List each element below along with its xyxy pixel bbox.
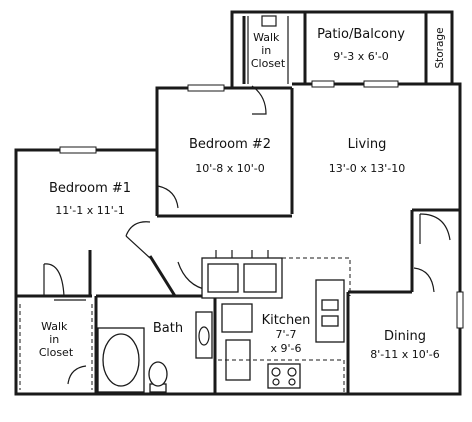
walk-in-closet-bottom-label: Walk in Closet [39,320,74,359]
patio-balcony-dims: 9'-3 x 6'-0 [333,50,388,63]
storage-label: Storage [434,27,446,68]
bedroom-2-dims: 10'-8 x 10'-0 [195,162,264,175]
kitchen-dims-line2: x 9'-6 [271,342,302,355]
living-name: Living [348,137,387,152]
dining-dims: 8'-11 x 10'-6 [370,348,439,361]
bottom-closet-fixtures [19,304,93,390]
kitchen-dims-line1: 7'-7 [276,328,297,341]
patio-balcony-name: Patio/Balcony [317,27,405,42]
bedroom-1-name: Bedroom #1 [49,181,131,196]
bath-name: Bath [153,321,183,336]
windows [59,80,464,329]
kitchen-name: Kitchen [262,313,311,328]
dining-name: Dining [384,329,426,344]
bath-fixtures [97,311,213,393]
doors [43,85,451,385]
walk-in-closet-top-label: Walk in Closet [251,31,286,70]
room-labels: Walk in Closet Patio/Balcony 9'-3 x 6'-0… [39,27,446,361]
top-closet-fixtures [247,15,289,84]
bedroom-1-dims: 11'-1 x 11'-1 [55,204,124,217]
kitchen-fixtures [201,250,351,392]
outer-wall [14,10,462,396]
interior-walls [16,12,460,394]
bedroom-2-name: Bedroom #2 [189,137,271,152]
living-dims: 13'-0 x 13'-10 [329,162,405,175]
